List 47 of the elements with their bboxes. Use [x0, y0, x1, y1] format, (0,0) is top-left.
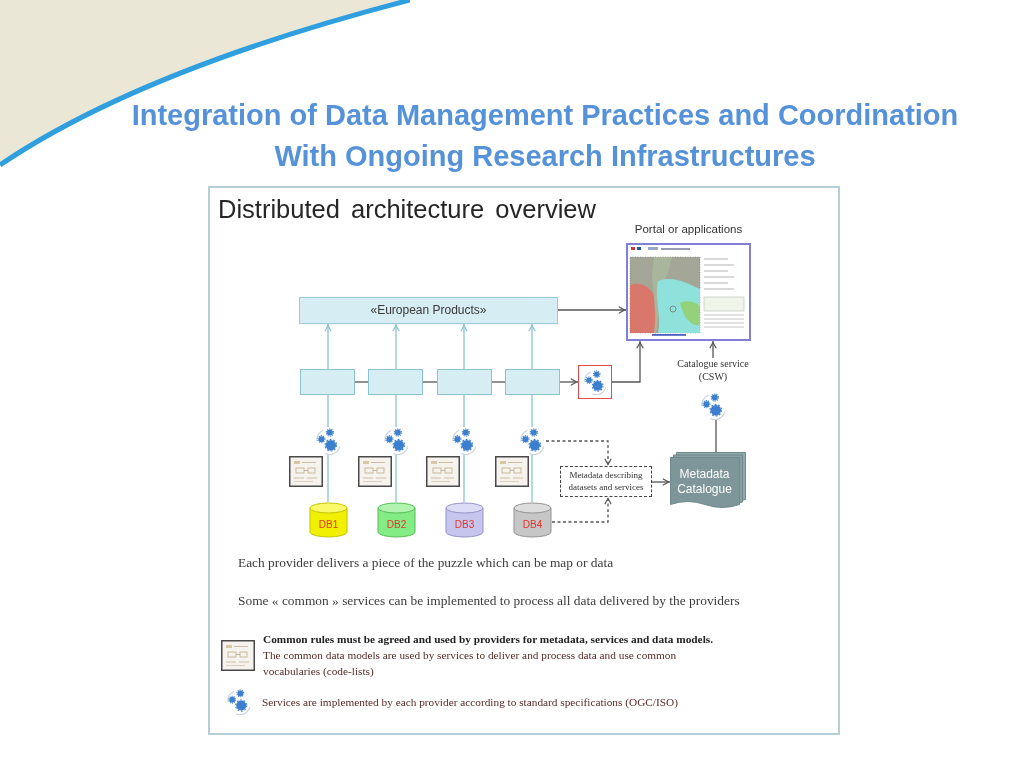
note-text: Each provider delivers a piece of the puzzle which can be map or data	[238, 554, 614, 572]
connector-line	[531, 454, 533, 503]
connector-line	[395, 394, 397, 428]
arrow	[651, 478, 671, 486]
dashed-arrow	[551, 496, 612, 523]
portal-heading: Portal or applications	[634, 222, 743, 237]
connector-line	[715, 419, 717, 453]
connector-line	[354, 381, 369, 383]
database-cylinder: DB1	[309, 502, 348, 538]
gears-icon	[382, 427, 410, 455]
gears-icon	[314, 427, 342, 455]
dashed-arrow	[545, 440, 612, 467]
arrow	[557, 306, 627, 314]
connector-line	[463, 454, 465, 503]
gears-icon	[518, 427, 546, 455]
service-label: Catalogue service (CSW)	[672, 358, 754, 385]
arrow	[559, 378, 579, 386]
note-text: Some « common » services can be implemented to process all data delivered by the providers	[238, 592, 740, 610]
connector-line	[327, 454, 329, 503]
provider-box	[437, 369, 492, 395]
connector-line	[531, 394, 533, 428]
arrow	[528, 323, 536, 370]
arrow	[460, 323, 468, 370]
database-cylinder: DB2	[377, 502, 416, 538]
database-cylinder: DB4	[513, 502, 552, 538]
provider-box	[300, 369, 355, 395]
legend-text: Services are implemented by each provider according to standard specifications (OGC/ISO)	[262, 694, 679, 710]
database-cylinder: DB3	[445, 502, 484, 538]
provider-box	[368, 369, 423, 395]
section-heading: Distributed architecture overview	[218, 194, 596, 225]
legend-text: Common rules must be agreed and used by providers for metadata, services and data models. The common data models are used by services to deliver and process data and use common vocabularies (code-lists)	[263, 632, 714, 679]
arrow	[611, 340, 644, 383]
arrow	[324, 323, 332, 370]
arrow	[709, 340, 717, 359]
product-box: «European Products»	[299, 297, 558, 324]
slide-title: Integration of Data Management Practices and Coordination With Ongoing Research Infrastructures	[130, 98, 960, 174]
connector-line	[395, 454, 397, 503]
connector-line	[463, 394, 465, 428]
connector-line	[327, 394, 329, 428]
metadata-note-box: Metadata describing datasets and services	[560, 466, 652, 497]
connector-line	[422, 381, 438, 383]
arrow	[392, 323, 400, 370]
connector-line	[491, 381, 506, 383]
gears-icon	[450, 427, 478, 455]
provider-box	[505, 369, 560, 395]
document-stack: Metadata Catalogue	[670, 452, 746, 510]
gears-icon	[699, 392, 727, 420]
